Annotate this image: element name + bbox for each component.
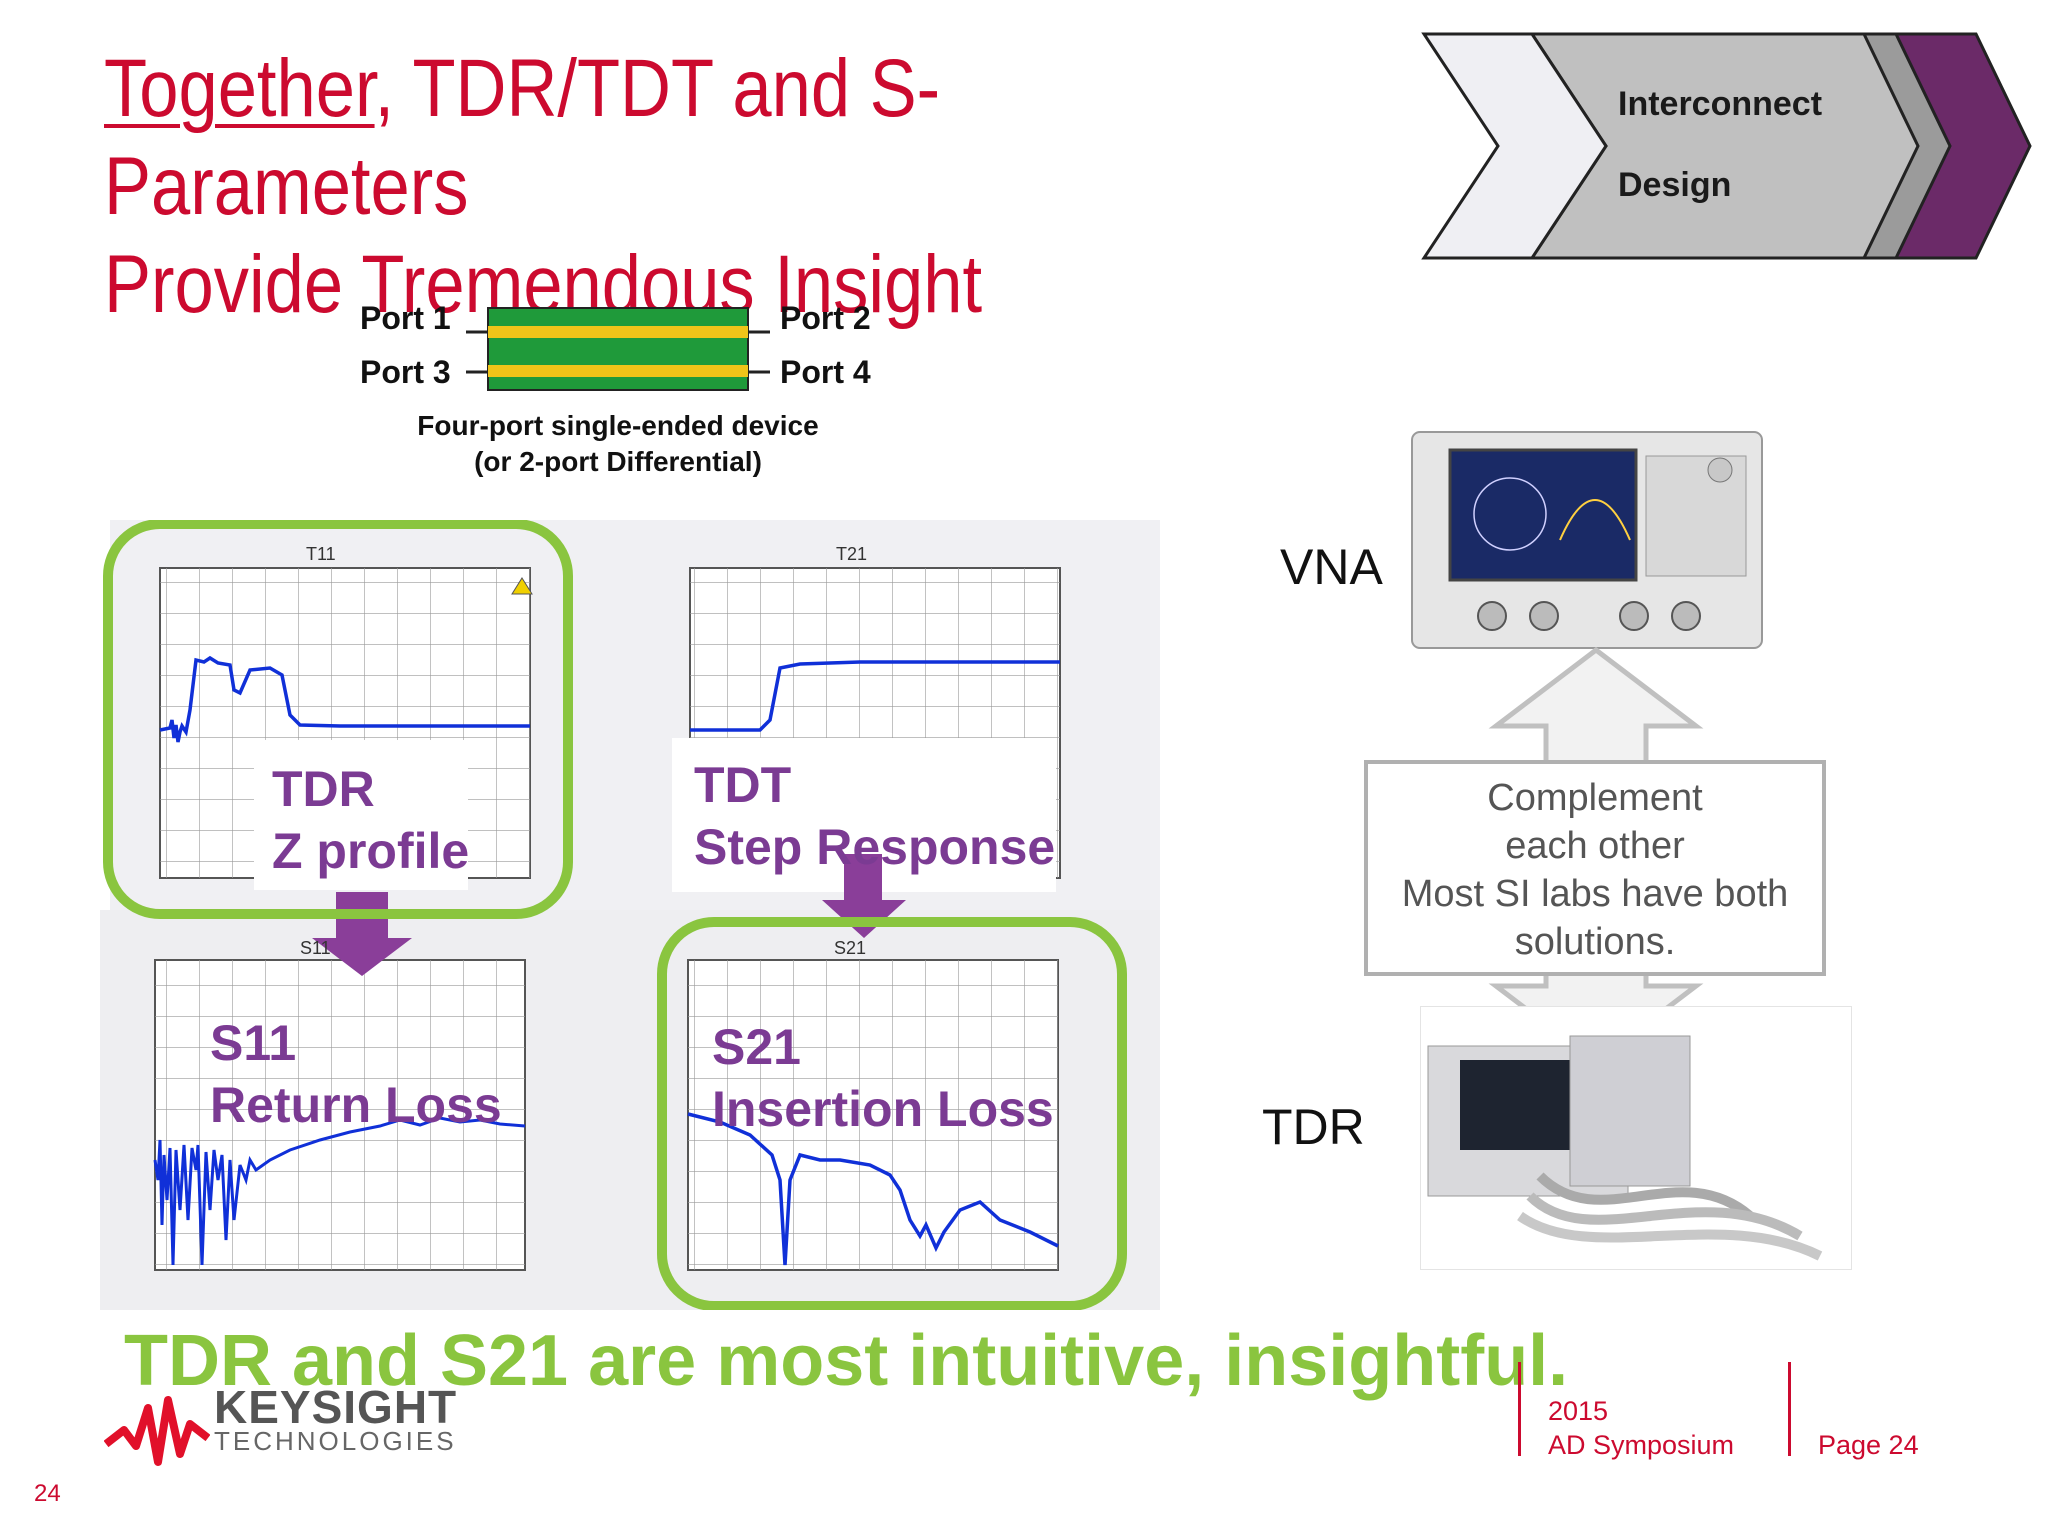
s11-title: S11 [300, 938, 331, 958]
four-port-device-icon [466, 307, 770, 391]
warning-icon [511, 577, 533, 595]
key-takeaway: TDR and S21 are most intuitive, insightf… [124, 1321, 1569, 1401]
tdr-instrument-image [1420, 1006, 1852, 1270]
s21-trace [687, 1112, 1059, 1266]
slide-number: 24 [34, 1480, 61, 1507]
footer-divider [1788, 1362, 1791, 1456]
device-caption-line2: (or 2-port Differential) [474, 446, 762, 477]
t21-title: T21 [836, 544, 868, 564]
s11-plot [153, 959, 526, 1271]
vna-label: VNA [1280, 539, 1383, 595]
banner-line2: Design [1618, 166, 1732, 204]
footer-divider [1518, 1362, 1521, 1456]
s11-trace [153, 1116, 526, 1266]
title-underlined-word: Together [104, 43, 375, 134]
complement-box: Complement each other Most SI labs have … [1364, 760, 1826, 976]
measurement-plots-panel [100, 520, 1160, 1310]
port2-label: Port 2 [780, 300, 871, 336]
vna-instrument-image [1411, 431, 1763, 649]
keysight-wave-icon [104, 1396, 210, 1466]
tdr-label: TDR [1262, 1099, 1365, 1155]
slide-title: Together, TDR/TDT and S-Parameters Provi… [104, 40, 1170, 334]
device-caption-line1: Four-port single-ended device [417, 410, 819, 441]
t11-plot [159, 567, 533, 879]
t11-trace [159, 655, 530, 743]
interconnect-design-banner: Interconnect Design [1420, 30, 2032, 262]
port3-label: Port 3 [360, 354, 451, 390]
logo-wordmark: KEYSIGHT [214, 1381, 458, 1433]
t21-trace [690, 660, 1060, 732]
port1-label: Port 1 [360, 300, 451, 336]
logo-subtitle: TECHNOLOGIES [214, 1426, 457, 1456]
port4-label: Port 4 [780, 354, 871, 390]
t11-title: T11 [306, 544, 336, 564]
title-line1-rest: , TDR/TDT and S-Parameters [104, 43, 941, 232]
s21-plot [687, 959, 1059, 1271]
s21-title: S21 [834, 938, 867, 958]
device-caption: Four-port single-ended device (or 2-port… [358, 408, 878, 480]
footer-event: 2015 AD Symposium [1548, 1396, 1735, 1460]
footer-page: Page 24 [1818, 1430, 1919, 1460]
chevron-light [1421, 32, 1608, 260]
banner-line1: Interconnect [1618, 85, 1823, 123]
